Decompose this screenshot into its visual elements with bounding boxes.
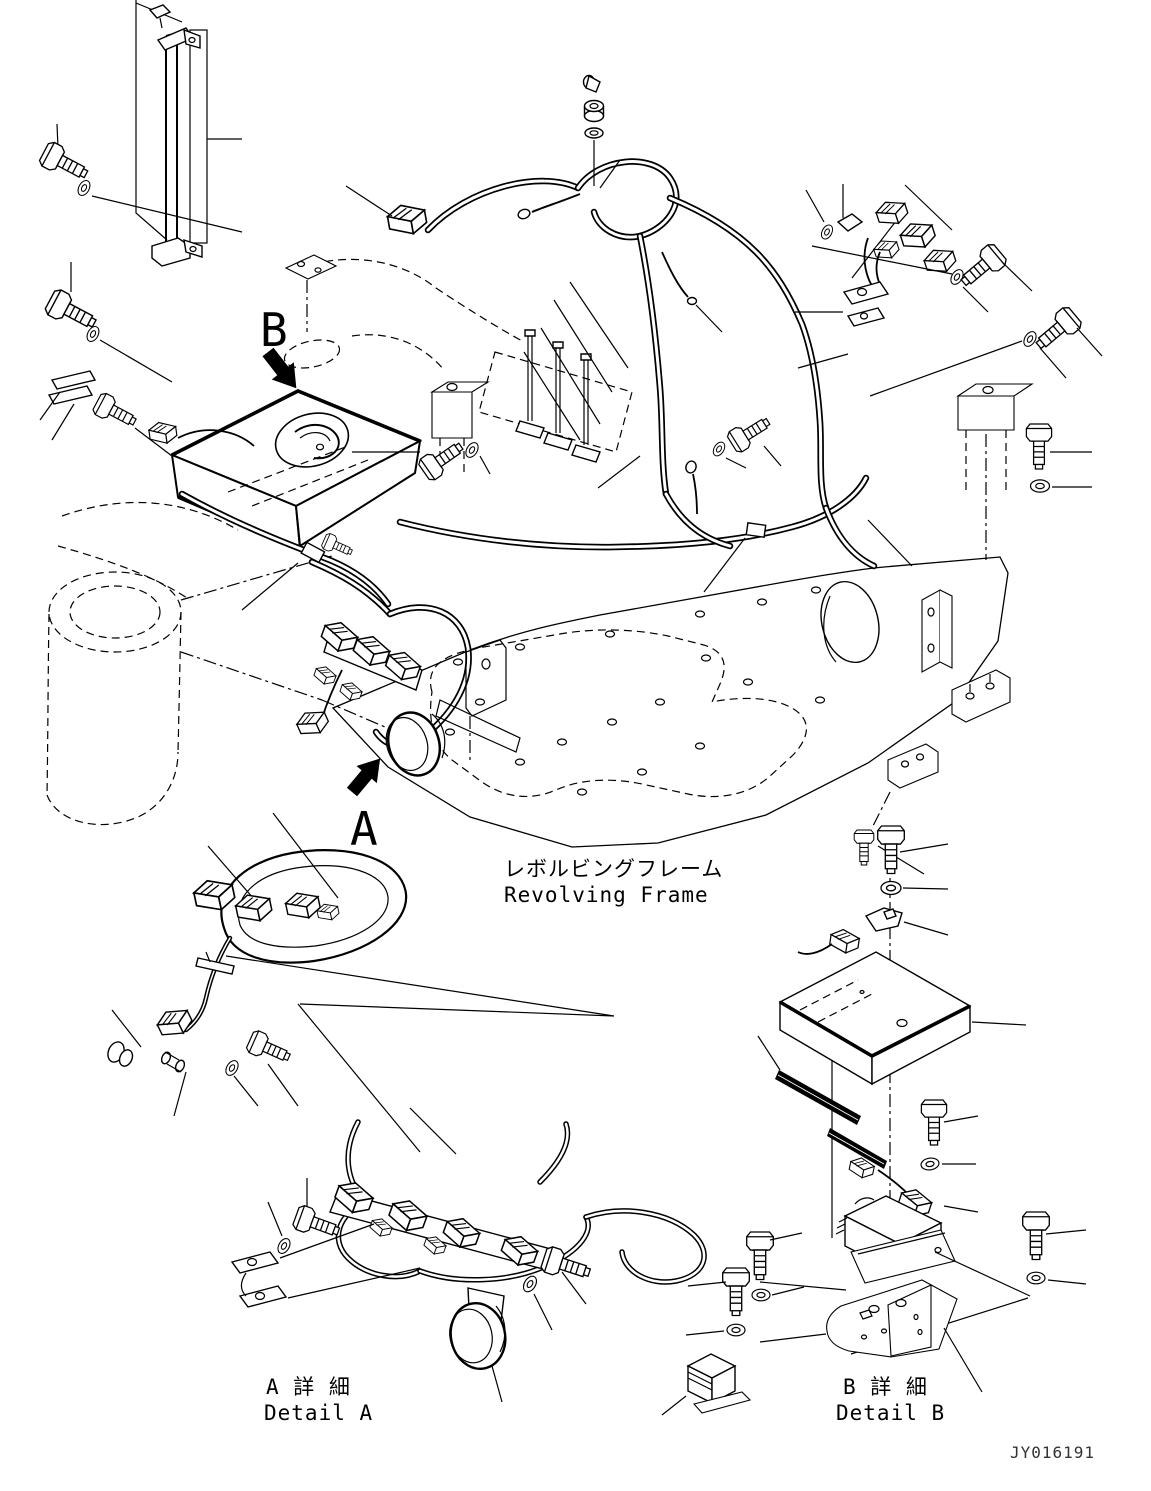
mid-fasteners [416,410,782,483]
bolt [723,1268,750,1316]
bolt [854,830,874,865]
bolt [539,1244,594,1286]
bolt [878,826,905,874]
washer [1026,1271,1046,1285]
detail-b-title: B 詳 細 Detail B [836,1375,945,1425]
washer [520,1273,540,1295]
bolt [725,410,775,455]
connector [191,875,238,916]
connector [233,890,275,926]
connector [283,888,323,923]
antenna-assembly [37,0,243,267]
bolt [1023,1212,1050,1260]
detail-a-title-jp: A 詳 細 [266,1375,351,1399]
connector [293,705,332,741]
right-harness-fasteners [795,184,1103,397]
connector [828,927,861,956]
detail-a-title: A 詳 細 Detail A [264,1375,373,1425]
callout-a-label: A [350,802,378,856]
washer [1029,479,1051,493]
revolving-frame-outline [46,254,1011,875]
bolt [921,1100,946,1145]
upper-left-fasteners [39,262,173,457]
drawing-number: JY016191 [1010,1443,1095,1462]
callout-b-label: B [260,303,288,357]
detail-b-title-jp: B 詳 細 [843,1375,928,1399]
bolt [416,435,469,483]
detail-a-upper [107,812,615,1153]
washer [84,323,102,345]
detail-b-title-en: Detail B [836,1401,945,1425]
connector [385,200,429,239]
connector [897,217,939,254]
detail-a-title-en: Detail A [264,1401,373,1425]
washer [947,266,967,288]
frame-bolt-holes [444,586,826,796]
horn [386,711,442,777]
callout-a-arrow-icon [341,749,391,801]
center-connector-cluster [293,558,521,777]
bolt [1029,304,1085,357]
bolt [244,1028,295,1069]
connector [873,196,911,230]
connector [337,679,365,704]
frame-caption-jp: レボルビングフレーム [504,857,723,881]
clamp-pins [478,329,633,463]
harness-cover-box [147,381,490,611]
connector [311,663,339,688]
bolt [954,241,1010,294]
washer [222,1057,242,1079]
connector [153,1002,196,1043]
washer [462,439,482,461]
callout-a: A [341,749,391,856]
washer [710,439,728,459]
washer [1020,328,1040,350]
washer [919,1156,941,1172]
bolt [1026,424,1051,469]
harness-clamp [300,541,326,564]
washer [726,1323,746,1337]
washer [75,177,93,199]
washer [880,880,902,896]
detail-a-lower [230,1107,707,1403]
main-wiring-harness [345,158,913,593]
right-bracket-bolt [956,383,1092,560]
washer [274,1235,294,1257]
washer [751,1288,771,1302]
bolt [90,390,141,434]
top-center-fasteners [582,74,621,189]
detail-b [661,826,1087,1416]
frame-caption: レボルビングフレーム Revolving Frame [504,857,723,907]
washer [818,222,836,242]
callout-b: B [256,303,308,397]
bolt [37,139,93,187]
bolt [747,1232,774,1280]
frame-caption-en: Revolving Frame [504,883,709,907]
harness-clamp [745,522,767,538]
